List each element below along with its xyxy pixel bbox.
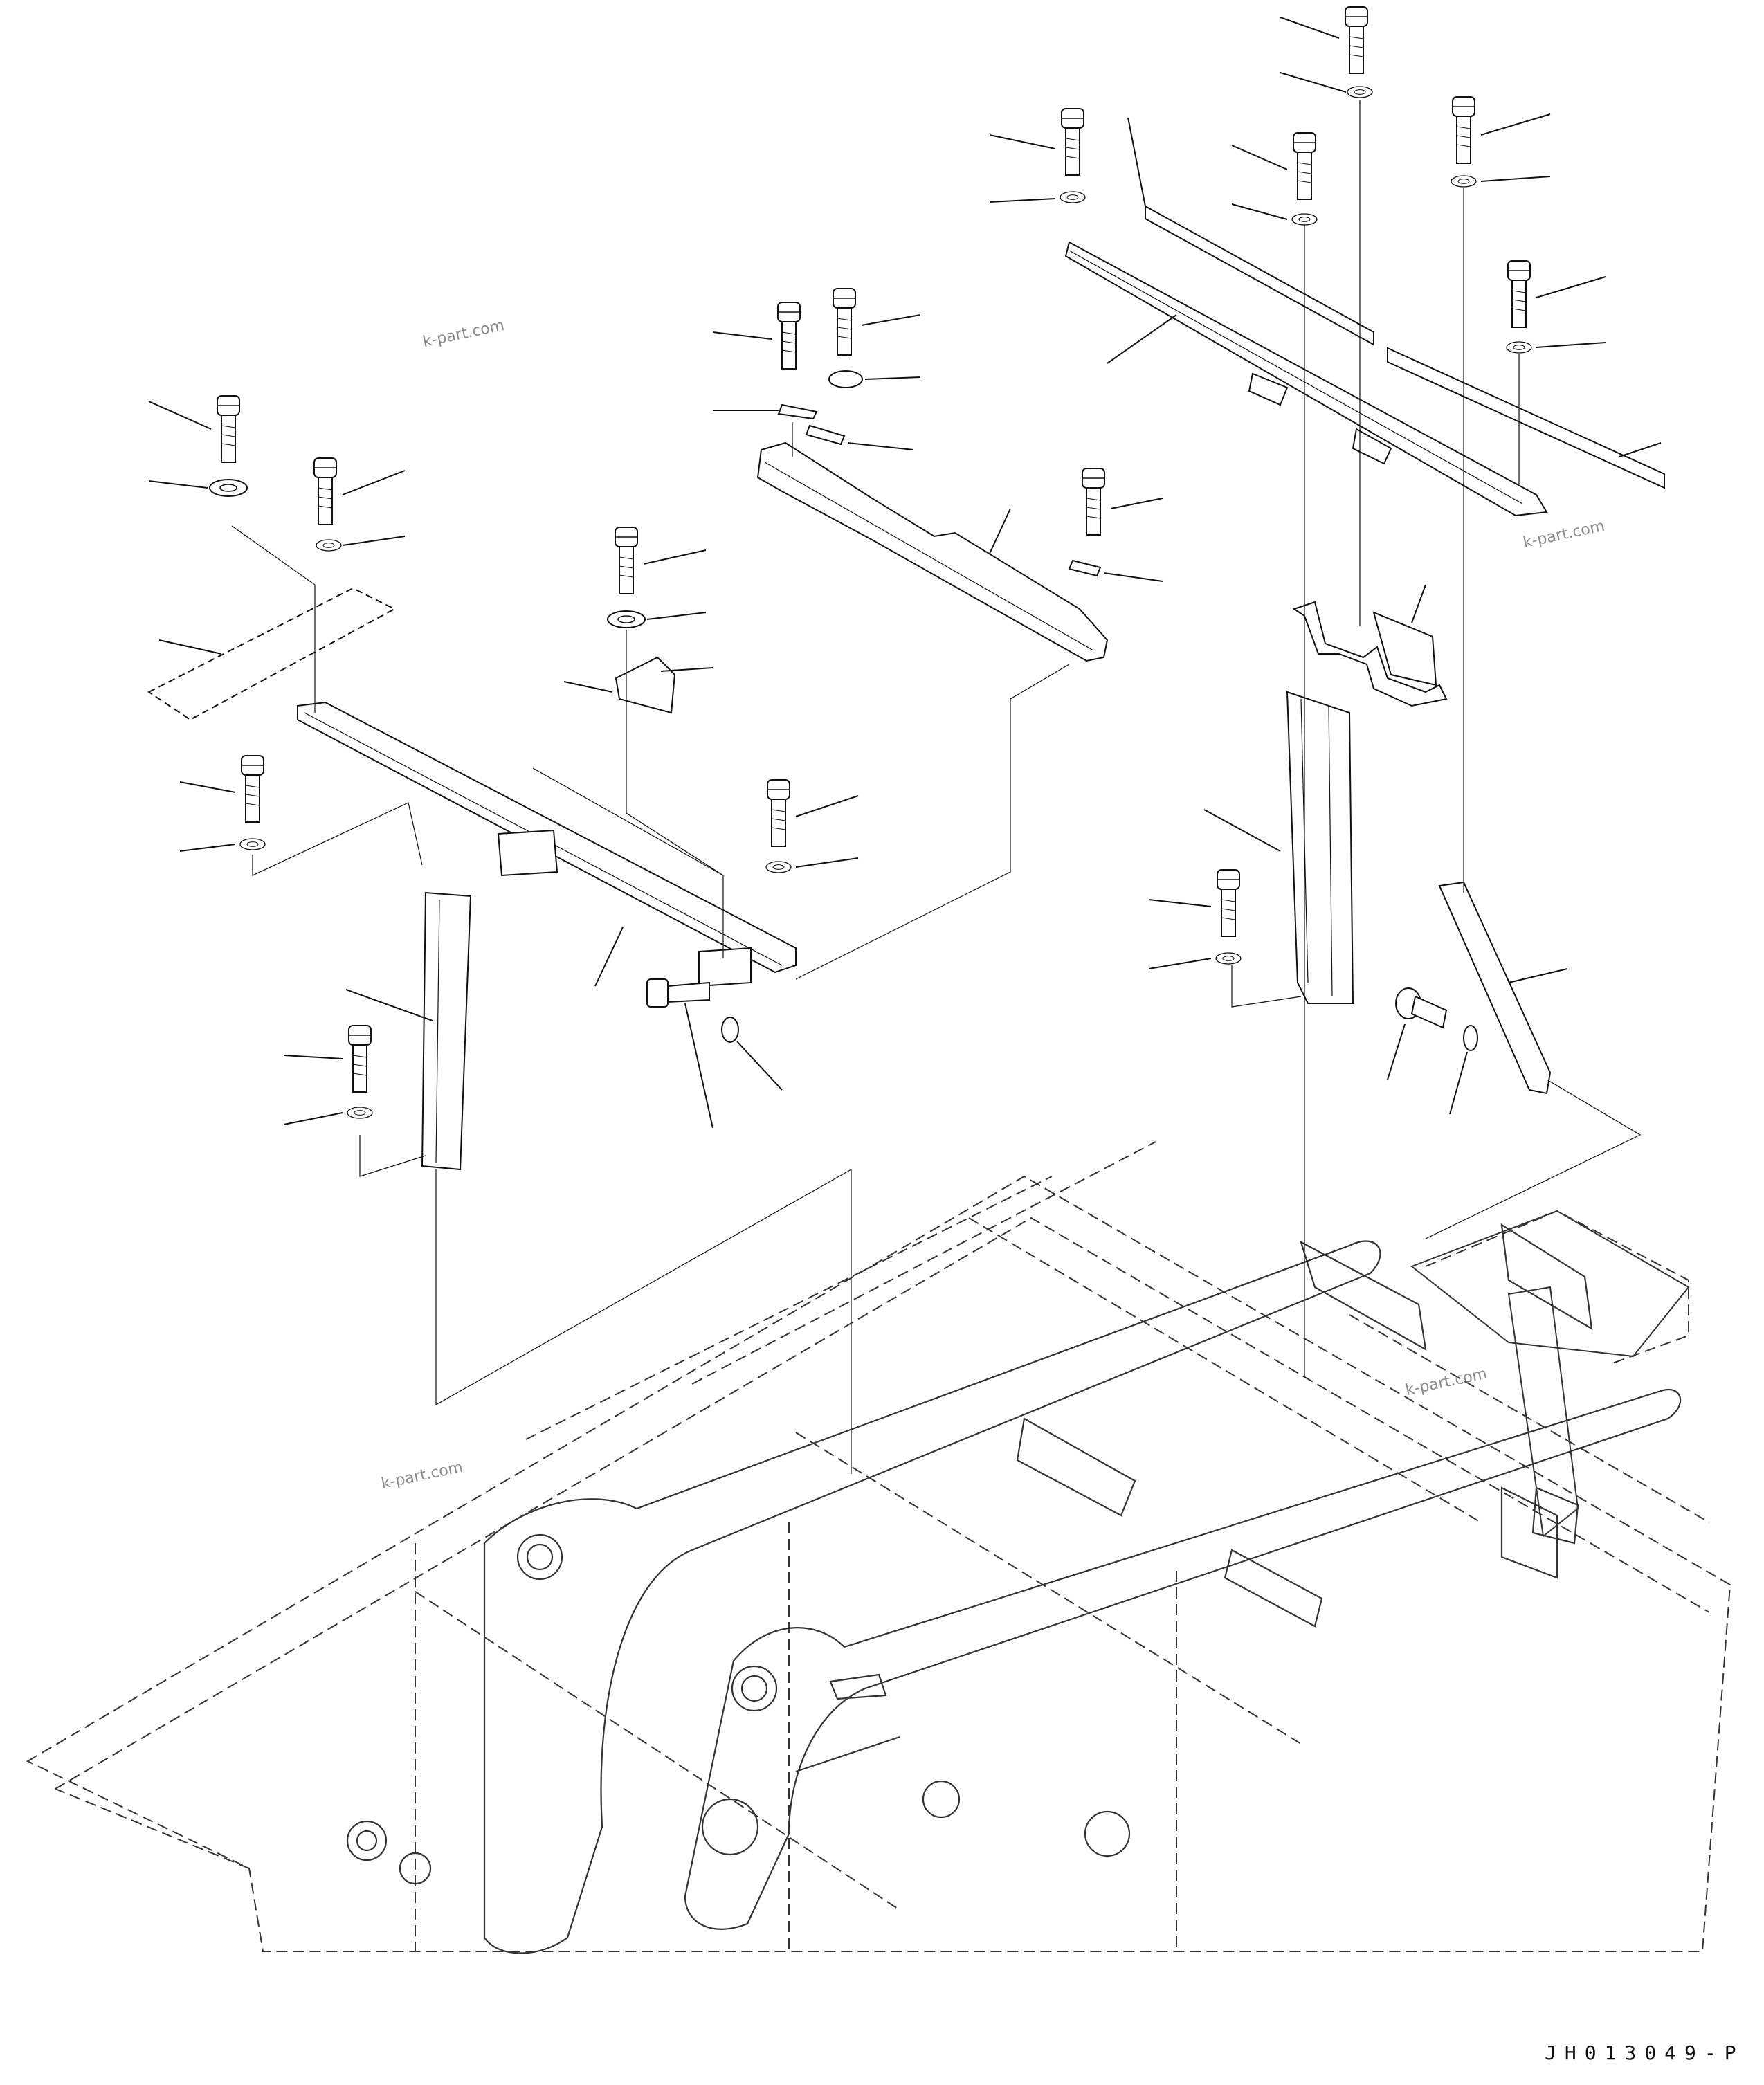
bolt-icon [1061, 108, 1084, 176]
washer-icon [1291, 213, 1318, 226]
bolt-icon [1345, 6, 1368, 74]
spacer-icon [828, 370, 863, 388]
left-rail-assembly [147, 395, 859, 1171]
bolt-icon [1081, 467, 1106, 536]
washer-icon [721, 1017, 739, 1043]
washer-icon [1506, 341, 1532, 354]
rubber-strip-upper [1127, 117, 1374, 346]
diagonal-brace-right [1438, 881, 1568, 1095]
washer-icon [1215, 952, 1242, 965]
bolt-icon [833, 288, 856, 356]
washer-icon [1347, 86, 1373, 98]
bolt-icon [1507, 260, 1531, 328]
washer-icon [209, 479, 248, 497]
washer-icon [239, 838, 266, 850]
fasteners-upper-right [989, 6, 1606, 1115]
bolt-icon [1293, 132, 1316, 200]
horizontal-bolt-left [646, 978, 713, 1129]
rubber-strip-lower [1387, 347, 1665, 489]
washer-icon [765, 861, 792, 873]
washer-icon [607, 610, 646, 628]
washer-icon [1463, 1025, 1478, 1051]
machine-frame [26, 1141, 1731, 1954]
bolt-icon [1217, 869, 1240, 937]
bolt-icon [313, 457, 337, 525]
washer-icon [1451, 175, 1477, 188]
washer-icon [347, 1107, 373, 1119]
bolt-icon [241, 755, 264, 823]
assembly-guide-lines [231, 100, 1642, 1474]
bracket-small-center [563, 656, 713, 714]
bolt-icon [615, 527, 638, 594]
base-plate-left [147, 587, 397, 721]
upper-middle-rail-assembly [712, 288, 1163, 662]
bolt-icon [217, 395, 240, 463]
upper-right-rail-assembly [1064, 117, 1665, 1095]
right-mount-plate [1410, 1210, 1690, 1538]
horizontal-bolt-right [1387, 987, 1448, 1080]
bolt-icon [348, 1025, 372, 1093]
bolt-icon [767, 779, 790, 847]
cross-rail-left [297, 701, 797, 987]
bracket-z-shaped [1292, 584, 1448, 707]
bolt-icon [776, 301, 801, 370]
cross-rail-upper [1064, 241, 1548, 517]
vertical-post-left [345, 891, 472, 1171]
washer-icon [1060, 191, 1086, 203]
washer-icon [316, 539, 342, 552]
drawing-code: JH013049-P [1545, 2041, 1745, 2064]
bolt-icon [1452, 96, 1475, 164]
